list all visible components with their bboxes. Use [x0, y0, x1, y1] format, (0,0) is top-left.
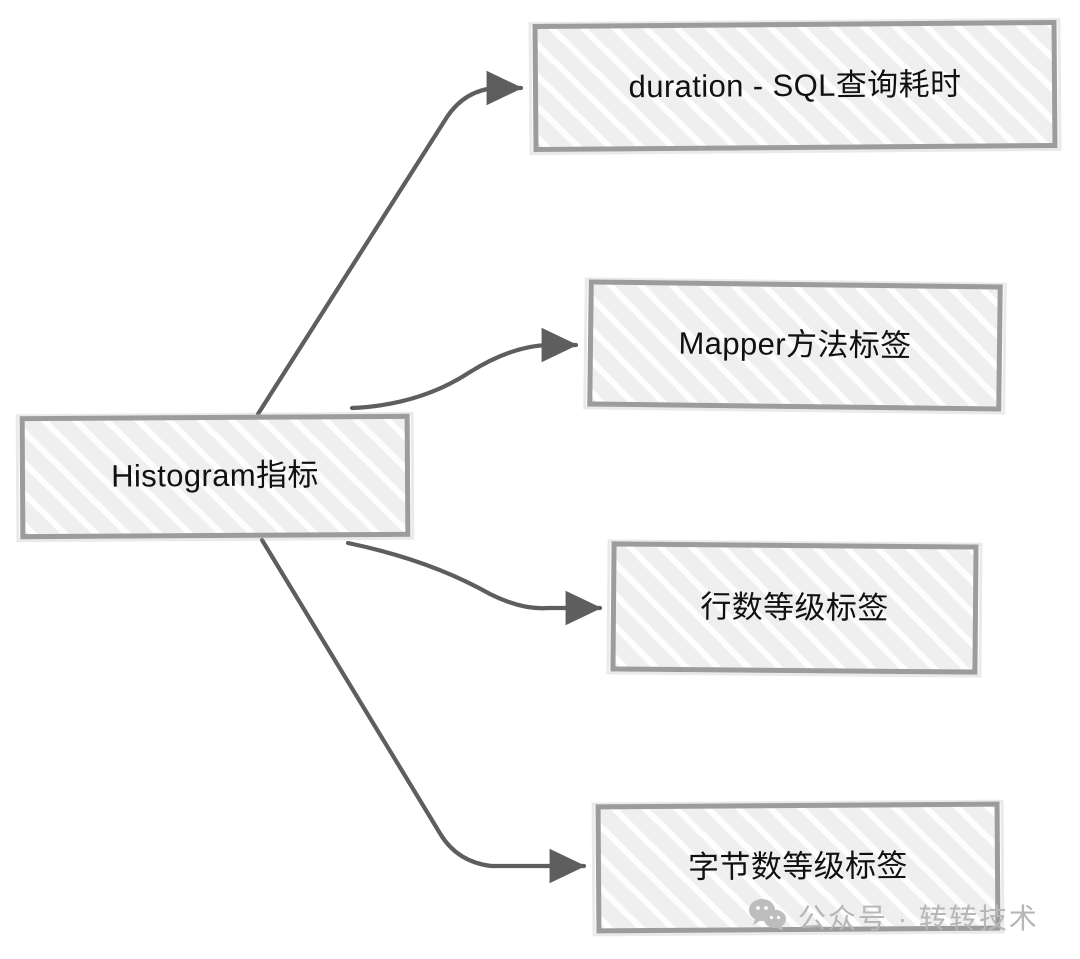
edge-histogram-to-mapper — [349, 327, 579, 411]
edge-histogram-to-bytes — [259, 537, 587, 884]
edge-histogram-to-duration — [255, 70, 524, 417]
node-label: 字节数等级标签 — [687, 848, 909, 886]
node-histogram-metric[interactable]: Histogram指标 — [19, 413, 411, 540]
node-duration-sql-latency[interactable]: duration - SQL查询耗时 — [532, 19, 1058, 153]
node-label: duration - SQL查询耗时 — [628, 66, 962, 105]
node-label: 行数等级标签 — [700, 589, 889, 626]
node-mapper-method-tag[interactable]: Mapper方法标签 — [587, 279, 1003, 412]
node-byte-count-level-tag[interactable]: 字节数等级标签 — [595, 801, 1001, 934]
node-label: Mapper方法标签 — [678, 326, 912, 364]
edge-histogram-to-rows — [345, 540, 603, 626]
node-row-count-level-tag[interactable]: 行数等级标签 — [610, 541, 979, 675]
node-label: Histogram指标 — [111, 457, 319, 495]
